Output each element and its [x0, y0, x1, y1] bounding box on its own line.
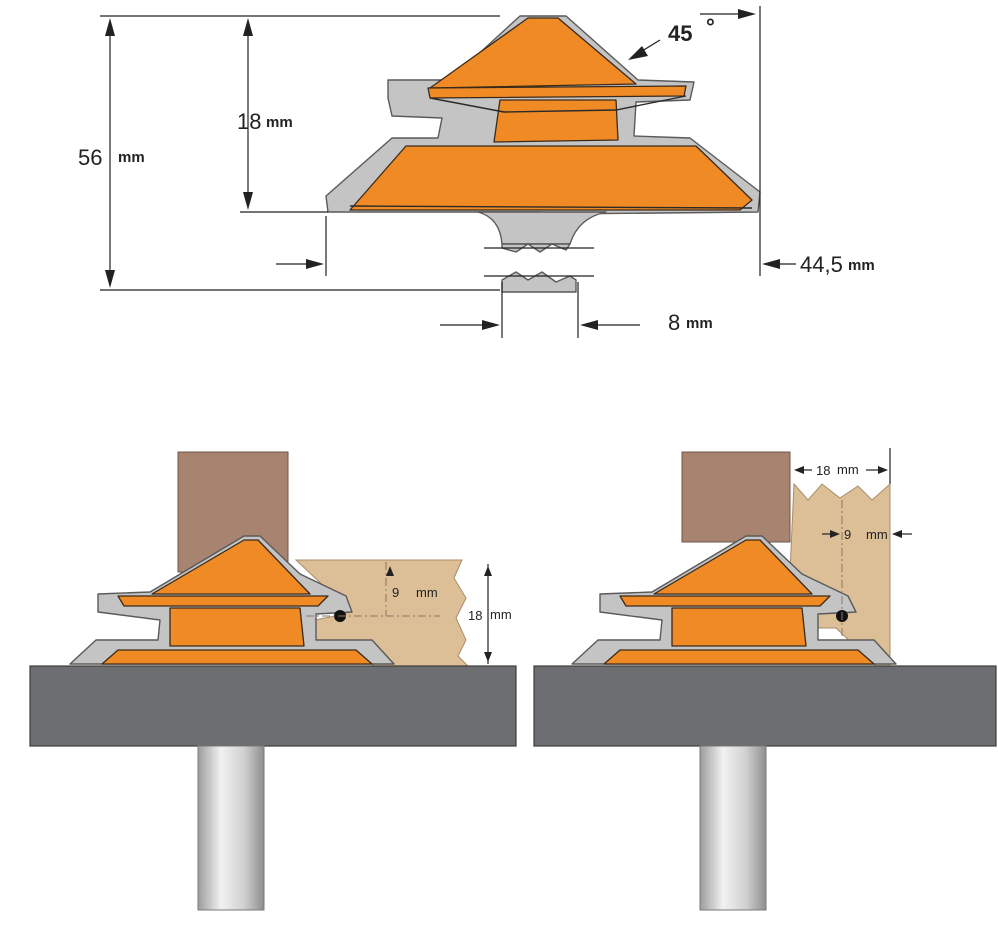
right-router-shank: [699, 745, 767, 911]
right-cutter-top: [653, 539, 813, 595]
left-cutter-top: [151, 539, 311, 595]
right-offset-unit: mm: [866, 527, 888, 542]
left-cutter-bottom: [101, 649, 373, 665]
right-setup-example: 18 mm 9 mm: [533, 448, 997, 911]
right-offset-value: 9: [844, 527, 851, 542]
height-total-unit: mm: [118, 149, 145, 166]
bit-upper-flange: [427, 85, 687, 99]
diameter-unit: mm: [848, 257, 875, 274]
right-router-table: [533, 665, 997, 747]
left-router-table: [29, 665, 517, 747]
right-cutter-bottom: [603, 649, 875, 665]
angle-unit: °: [706, 14, 715, 39]
bit-profile-drawing: 56 mm 18 mm 45 ° 44,5 mm 8 mm: [78, 6, 875, 338]
right-board-unit: mm: [837, 462, 859, 477]
right-fence: [681, 451, 791, 543]
cut-height-unit: mm: [266, 114, 293, 131]
height-total-value: 56: [78, 145, 102, 170]
right-board-value: 18: [816, 463, 830, 478]
left-router-shank: [197, 745, 265, 911]
bit-upper-cone: [429, 17, 637, 89]
bit-neck: [477, 211, 607, 245]
left-offset-value: 9: [392, 585, 399, 600]
right-cutter-flange: [619, 595, 831, 607]
bit-lower-cone: [349, 145, 753, 211]
left-board-value: 18: [468, 608, 482, 623]
cut-height-value: 18: [237, 109, 261, 134]
shank-value: 8: [668, 310, 680, 335]
right-cutter-body: [671, 607, 807, 647]
bit-shank-break-bottom: [501, 271, 577, 293]
bit-body-band: [493, 99, 619, 143]
angle-value: 45: [668, 21, 692, 46]
shank-unit: mm: [686, 315, 713, 332]
left-cutter-flange: [117, 595, 329, 607]
left-offset-unit: mm: [416, 585, 438, 600]
left-board-unit: mm: [490, 607, 512, 622]
left-cutter-body: [169, 607, 305, 647]
left-setup-example: 9 mm 18 mm: [29, 451, 517, 911]
diameter-value: 44,5: [800, 252, 843, 277]
